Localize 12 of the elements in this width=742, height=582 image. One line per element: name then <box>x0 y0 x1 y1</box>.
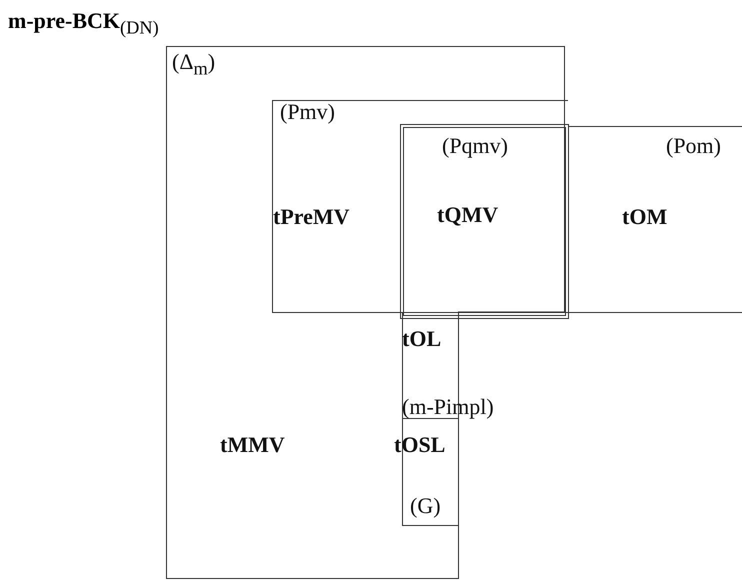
region-label: tQMV <box>437 202 498 228</box>
region-label: tOM <box>622 204 668 230</box>
set-region <box>400 124 569 319</box>
set-region <box>568 126 742 313</box>
region-label: tMMV <box>220 432 285 458</box>
region-label: tPreMV <box>273 204 350 230</box>
set-label: (Pom) <box>666 133 721 159</box>
set-label: (G) <box>410 493 441 519</box>
set-label: (Δ$_{m}$) <box>172 49 216 80</box>
set-label: (Pqmv) <box>442 133 508 159</box>
set-label: (Pmv) <box>280 99 335 125</box>
diagram-title: m-pre-BCK$_{(DN)}$ <box>8 8 159 38</box>
